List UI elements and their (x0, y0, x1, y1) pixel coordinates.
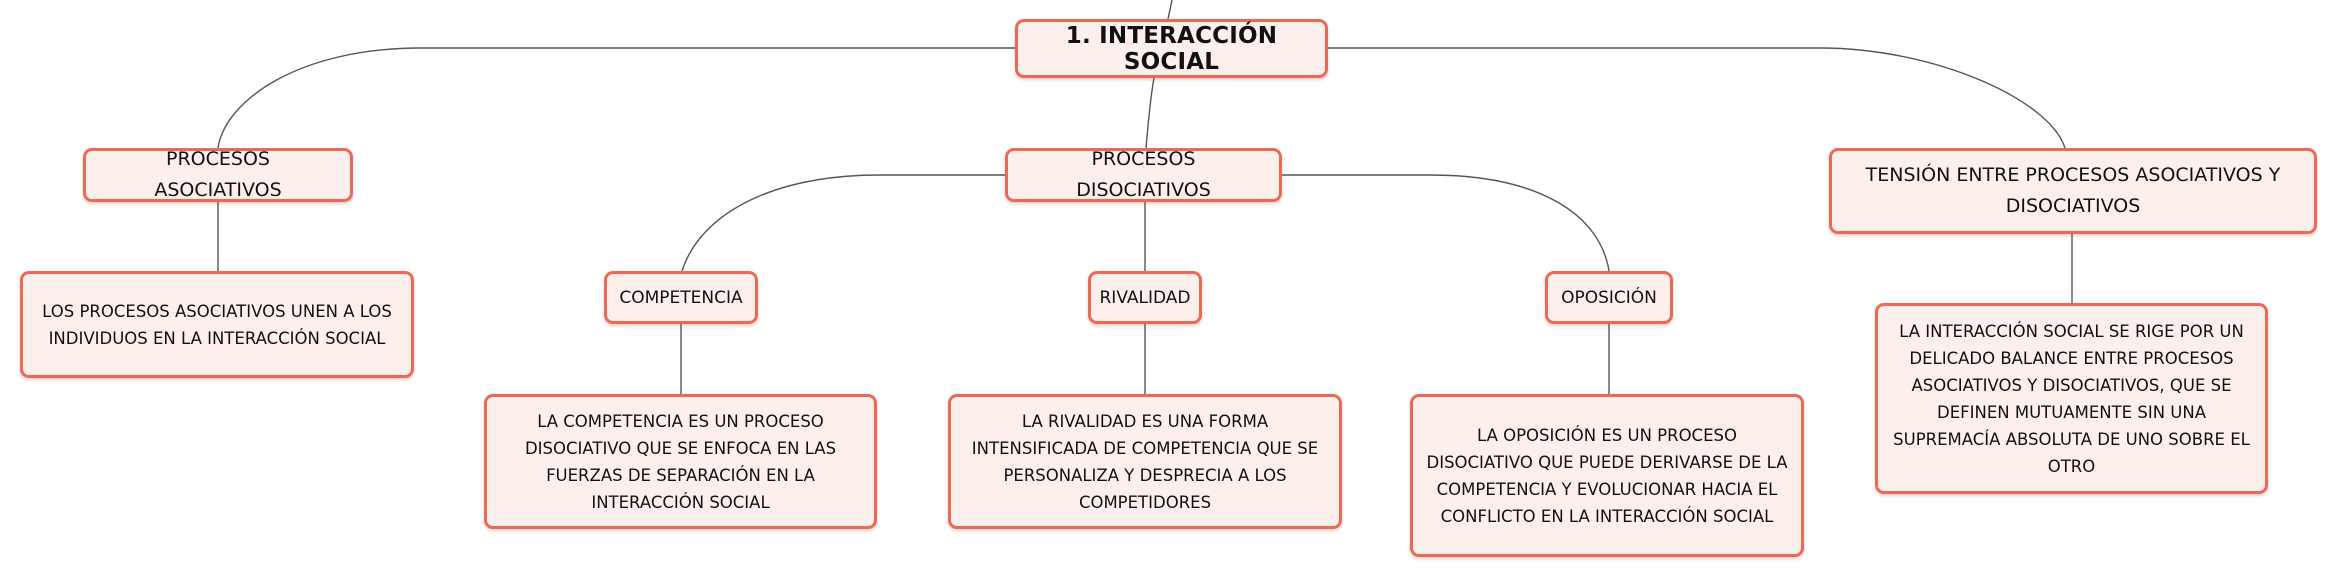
node-procesos-asociativos-label: PROCESOS ASOCIATIVOS (154, 148, 282, 201)
node-rivalidad[interactable]: RIVALIDAD (1088, 271, 1202, 324)
description-competencia[interactable]: LA COMPETENCIA ES UN PROCESO DISOCIATIVO… (484, 394, 877, 529)
node-procesos-disociativos-label: PROCESOS DISOCIATIVOS (1076, 148, 1211, 201)
edge-root-tension (1328, 47, 2066, 149)
node-tension[interactable]: TENSIÓN ENTRE PROCESOS ASOCIATIVOS Y DIS… (1829, 148, 2317, 234)
node-procesos-asociativos[interactable]: PROCESOS ASOCIATIVOS (83, 148, 353, 202)
node-oposicion-label: OPOSICIÓN (1561, 287, 1657, 308)
root-node[interactable]: 1. INTERACCIÓN SOCIAL (1015, 19, 1328, 78)
description-rivalidad-text: LA RIVALIDAD ES UNA FORMA INTENSIFICADA … (971, 411, 1319, 512)
description-tension-text: LA INTERACCIÓN SOCIAL SE RIGE POR UN DEL… (1893, 321, 2250, 476)
node-competencia-label: COMPETENCIA (619, 287, 743, 308)
edge-disociativos-competencia (681, 174, 1005, 272)
description-competencia-text: LA COMPETENCIA ES UN PROCESO DISOCIATIVO… (524, 411, 837, 512)
edge-disociativos-oposicion (1282, 174, 1610, 272)
description-tension[interactable]: LA INTERACCIÓN SOCIAL SE RIGE POR UN DEL… (1875, 303, 2268, 494)
node-oposicion[interactable]: OPOSICIÓN (1545, 271, 1673, 324)
description-rivalidad[interactable]: LA RIVALIDAD ES UNA FORMA INTENSIFICADA … (948, 394, 1342, 529)
node-tension-label: TENSIÓN ENTRE PROCESOS ASOCIATIVOS Y DIS… (1865, 164, 2281, 217)
node-competencia[interactable]: COMPETENCIA (604, 271, 758, 324)
root-node-label: 1. INTERACCIÓN SOCIAL (1065, 22, 1278, 75)
node-rivalidad-label: RIVALIDAD (1099, 287, 1191, 308)
description-asociativos[interactable]: LOS PROCESOS ASOCIATIVOS UNEN A LOS INDI… (20, 271, 414, 378)
description-asociativos-text: LOS PROCESOS ASOCIATIVOS UNEN A LOS INDI… (42, 301, 392, 348)
description-oposicion-text: LA OPOSICIÓN ES UN PROCESO DISOCIATIVO Q… (1426, 425, 1788, 526)
node-procesos-disociativos[interactable]: PROCESOS DISOCIATIVOS (1005, 148, 1282, 202)
edge-incoming-root (1167, 0, 1173, 20)
edge-root-asociativos (217, 47, 1015, 149)
description-oposicion[interactable]: LA OPOSICIÓN ES UN PROCESO DISOCIATIVO Q… (1410, 394, 1804, 557)
edge-root-disociativos (1145, 77, 1155, 149)
